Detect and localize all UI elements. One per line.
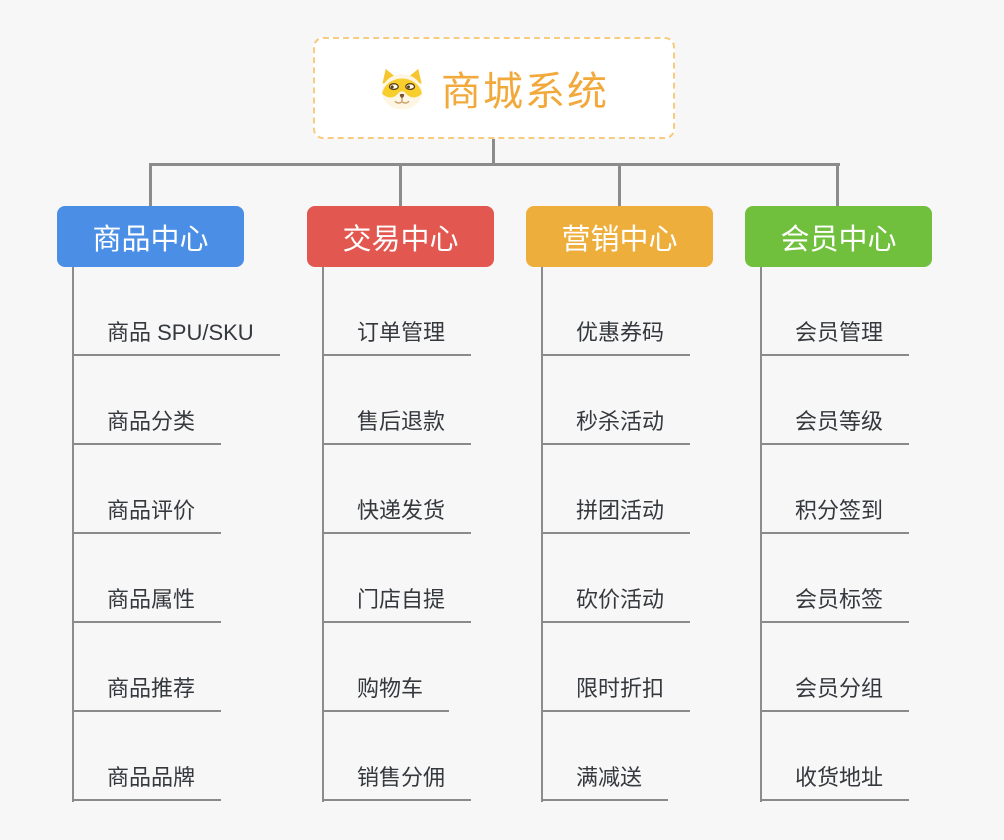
subtopic-label: 会员分组 <box>795 676 884 701</box>
branch-node-trade-center[interactable]: 交易中心 <box>307 206 494 267</box>
subtopic-label: 限时折扣 <box>576 676 665 701</box>
subtopic-label: 收货地址 <box>795 765 884 790</box>
subtopic-item[interactable]: 商品属性 <box>72 534 222 623</box>
subtopic-label: 会员标签 <box>795 587 884 612</box>
branch-column-marketing: 营销中心 优惠券码 秒杀活动 拼团活动 砍价活动 限时折扣 满减送 <box>526 206 781 802</box>
subtopic-label: 会员管理 <box>795 320 884 345</box>
subtopic-item[interactable]: 限时折扣 <box>541 623 691 712</box>
subtopic-label: 快递发货 <box>357 498 446 523</box>
subtopic-label: 优惠券码 <box>576 320 665 345</box>
subtopic-item[interactable]: 拼团活动 <box>541 445 691 534</box>
root-node[interactable]: 商城系统 <box>313 37 675 139</box>
subtopic-item[interactable]: 商品 SPU/SKU <box>72 267 280 356</box>
shiba-dog-icon <box>379 66 425 110</box>
subtopic-label: 满减送 <box>576 765 643 790</box>
branch-drop-line <box>618 166 621 206</box>
root-title: 商城系统 <box>441 70 609 114</box>
subtopic-item[interactable]: 砍价活动 <box>541 534 691 623</box>
subtopic-list: 商品 SPU/SKU 商品分类 商品评价 商品属性 商品推荐 商品品牌 <box>72 267 280 801</box>
subtopic-label: 购物车 <box>357 676 424 701</box>
branch-label: 营销中心 <box>561 223 678 256</box>
branch-drop-line <box>836 166 839 206</box>
subtopic-item[interactable]: 售后退款 <box>322 356 472 445</box>
subtopic-list: 订单管理 售后退款 快递发货 门店自提 购物车 销售分佣 <box>322 267 472 801</box>
subtopic-list: 优惠券码 秒杀活动 拼团活动 砍价活动 限时折扣 满减送 <box>541 267 691 801</box>
subtopic-item[interactable]: 门店自提 <box>322 534 472 623</box>
column-vertical-line <box>760 267 762 802</box>
subtopic-item[interactable]: 购物车 <box>322 623 450 712</box>
branch-drop-line <box>399 166 402 206</box>
column-vertical-line <box>72 267 74 802</box>
subtopic-label: 积分签到 <box>795 498 884 523</box>
subtopic-label: 商品 SPU/SKU <box>107 320 254 345</box>
subtopic-item[interactable]: 商品品牌 <box>72 712 222 801</box>
subtopic-label: 拼团活动 <box>576 498 665 523</box>
subtopic-label: 销售分佣 <box>357 765 446 790</box>
subtopic-item[interactable]: 收货地址 <box>760 712 910 801</box>
subtopic-item[interactable]: 会员管理 <box>760 267 910 356</box>
subtopic-item[interactable]: 商品推荐 <box>72 623 222 712</box>
root-stem-line <box>492 139 495 166</box>
subtopic-label: 商品分类 <box>107 409 196 434</box>
subtopic-item[interactable]: 快递发货 <box>322 445 472 534</box>
branch-column-product: 商品中心 商品 SPU/SKU 商品分类 商品评价 商品属性 商品推荐 商品品牌 <box>57 206 312 802</box>
branch-column-trade: 交易中心 订单管理 售后退款 快递发货 门店自提 购物车 销售分佣 <box>307 206 562 802</box>
branches-horizontal-line <box>149 163 840 166</box>
branch-node-marketing-center[interactable]: 营销中心 <box>526 206 713 267</box>
branch-label: 会员中心 <box>780 223 897 256</box>
subtopic-label: 门店自提 <box>357 587 446 612</box>
branch-node-member-center[interactable]: 会员中心 <box>745 206 932 267</box>
subtopic-label: 会员等级 <box>795 409 884 434</box>
subtopic-label: 砍价活动 <box>576 587 665 612</box>
branch-label: 商品中心 <box>92 223 209 256</box>
subtopic-label: 商品推荐 <box>107 676 196 701</box>
subtopic-label: 商品属性 <box>107 587 196 612</box>
subtopic-item[interactable]: 秒杀活动 <box>541 356 691 445</box>
subtopic-item[interactable]: 商品评价 <box>72 445 222 534</box>
subtopic-list: 会员管理 会员等级 积分签到 会员标签 会员分组 收货地址 <box>760 267 910 801</box>
subtopic-item[interactable]: 销售分佣 <box>322 712 472 801</box>
subtopic-item[interactable]: 积分签到 <box>760 445 910 534</box>
subtopic-label: 商品品牌 <box>107 765 196 790</box>
subtopic-item[interactable]: 满减送 <box>541 712 669 801</box>
subtopic-label: 订单管理 <box>357 320 446 345</box>
subtopic-item[interactable]: 订单管理 <box>322 267 472 356</box>
subtopic-item[interactable]: 商品分类 <box>72 356 222 445</box>
subtopic-item[interactable]: 会员标签 <box>760 534 910 623</box>
subtopic-label: 售后退款 <box>357 409 446 434</box>
subtopic-label: 秒杀活动 <box>576 409 665 434</box>
column-vertical-line <box>541 267 543 802</box>
branch-node-product-center[interactable]: 商品中心 <box>57 206 244 267</box>
subtopic-label: 商品评价 <box>107 498 196 523</box>
column-vertical-line <box>322 267 324 802</box>
branch-column-member: 会员中心 会员管理 会员等级 积分签到 会员标签 会员分组 收货地址 <box>745 206 1000 802</box>
subtopic-item[interactable]: 会员分组 <box>760 623 910 712</box>
subtopic-item[interactable]: 优惠券码 <box>541 267 691 356</box>
branch-drop-line <box>149 166 152 206</box>
subtopic-item[interactable]: 会员等级 <box>760 356 910 445</box>
branch-label: 交易中心 <box>342 223 459 256</box>
